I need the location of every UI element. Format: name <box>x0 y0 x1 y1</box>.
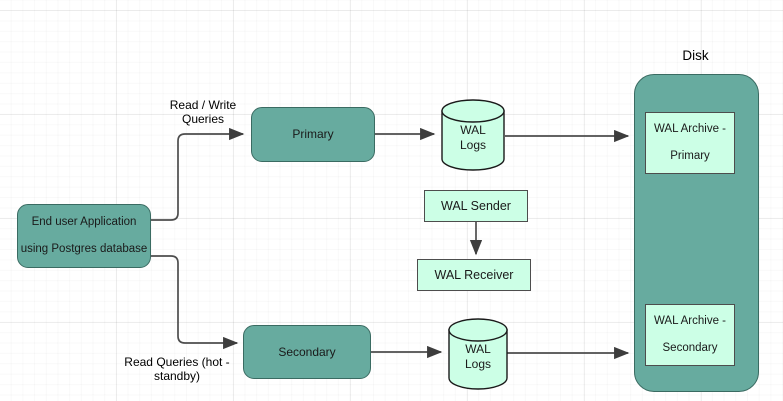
wal-archive-secondary-line2: Secondary <box>662 341 718 354</box>
node-end-user-application[interactable]: End user Application using Postgres data… <box>17 204 151 268</box>
node-secondary[interactable]: Secondary <box>243 325 371 379</box>
secondary-label: Secondary <box>278 344 336 359</box>
edge-label-read-queries: Read Queries (hot - standby) <box>107 355 247 384</box>
wal-logs-primary-line1: WAL <box>460 123 486 137</box>
wal-archive-secondary-line1: WAL Archive - <box>654 314 726 327</box>
node-wal-logs-secondary[interactable]: WAL Logs <box>448 318 508 390</box>
node-wal-archive-secondary[interactable]: WAL Archive - Secondary <box>645 304 735 366</box>
edge-app-to-secondary <box>151 255 239 350</box>
node-wal-logs-primary[interactable]: WAL Logs <box>441 99 505 171</box>
app-label-line2: using Postgres database <box>20 242 148 255</box>
node-primary[interactable]: Primary <box>251 107 375 162</box>
read-write-line2: Queries <box>181 112 225 127</box>
app-label-line1: End user Application <box>31 215 137 228</box>
wal-archive-primary-line2: Primary <box>670 149 710 162</box>
disk-label: Disk <box>682 48 709 63</box>
primary-label: Primary <box>292 127 334 142</box>
edge-app-to-primary <box>151 127 245 221</box>
node-wal-archive-primary[interactable]: WAL Archive - Primary <box>645 112 735 174</box>
wal-receiver-label: WAL Receiver <box>434 267 514 282</box>
wal-logs-primary-line2: Logs <box>459 138 487 152</box>
node-wal-receiver[interactable]: WAL Receiver <box>417 259 531 291</box>
read-write-line1: Read / Write <box>169 98 237 112</box>
wal-logs-secondary-line2: Logs <box>464 357 492 371</box>
node-wal-sender[interactable]: WAL Sender <box>424 190 528 222</box>
edge-label-read-write-queries: Read / Write Queries <box>148 98 258 127</box>
wal-sender-label: WAL Sender <box>441 198 511 213</box>
read-queries-line2: standby) <box>153 369 201 384</box>
read-queries-line1: Read Queries (hot - <box>124 355 230 369</box>
wal-logs-secondary-line1: WAL <box>465 342 491 356</box>
wal-archive-primary-line1: WAL Archive - <box>654 122 726 135</box>
